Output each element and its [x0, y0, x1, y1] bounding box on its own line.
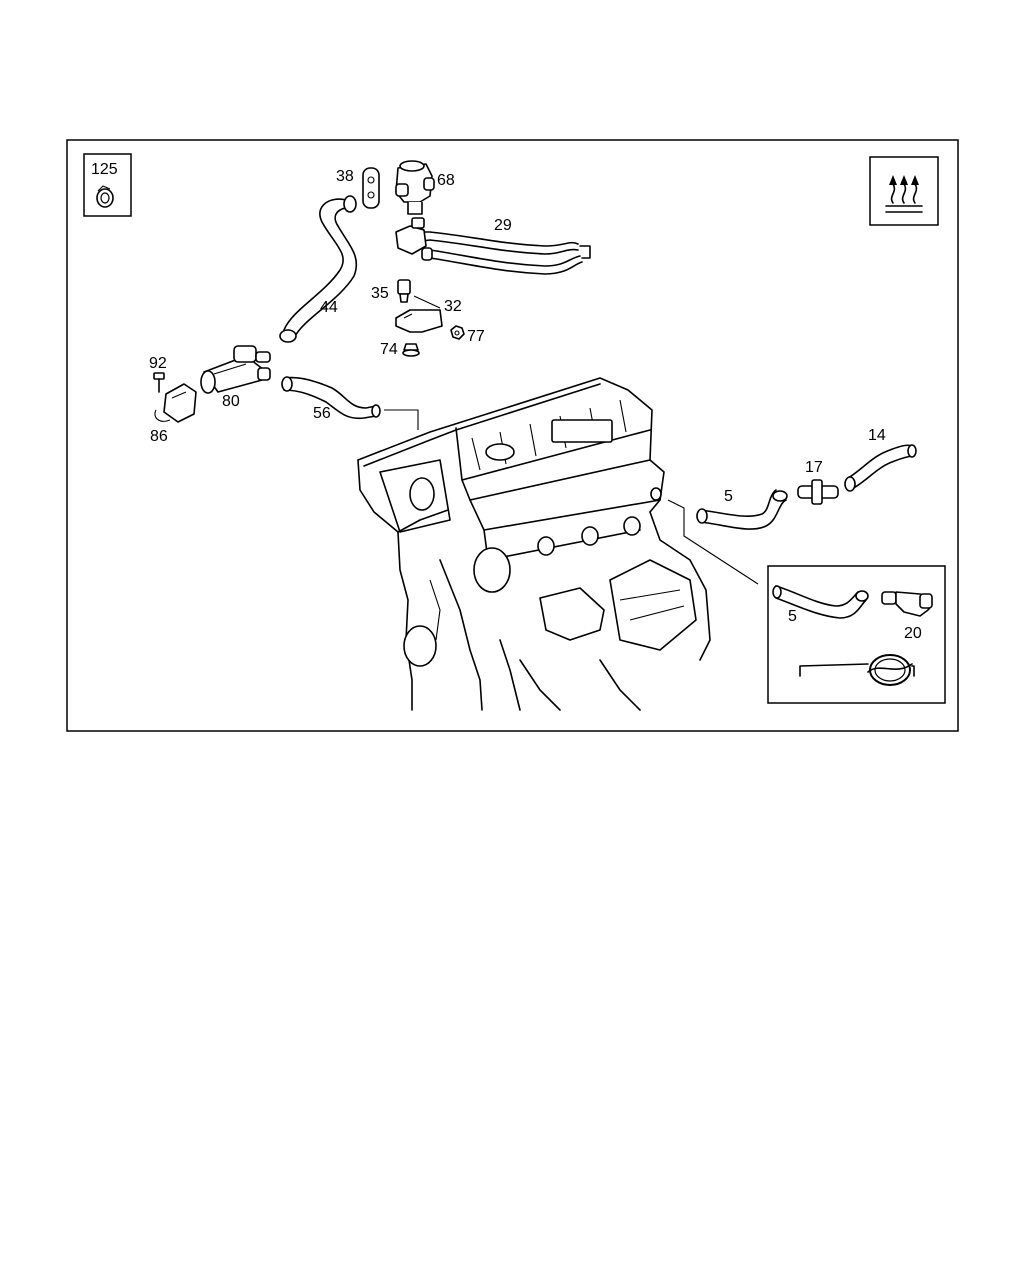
engine-code-icon — [799, 654, 915, 686]
label-35: 35 — [371, 285, 389, 302]
engine-block — [357, 377, 759, 711]
part-32-bracket — [395, 295, 443, 333]
part-80-pump — [200, 345, 271, 394]
label-44: 44 — [320, 299, 338, 316]
part-14-hose — [844, 444, 917, 492]
label-80: 80 — [222, 393, 240, 410]
part-92-screw — [153, 372, 165, 393]
label-32: 32 — [444, 298, 462, 315]
label-125: 125 — [91, 161, 118, 178]
label-5-inset: 5 — [788, 608, 797, 625]
label-92: 92 — [149, 355, 167, 372]
part-86-holder — [154, 383, 197, 423]
part-35-sensor — [397, 279, 411, 303]
part-44-hose — [279, 195, 358, 343]
heater-icon — [885, 175, 923, 213]
part-68-valve — [395, 160, 435, 215]
clamp-legend-box: 125 — [83, 153, 132, 217]
inset-part-5-hose — [772, 585, 869, 619]
label-38: 38 — [336, 168, 354, 185]
part-38-gasket — [362, 167, 380, 209]
label-77: 77 — [467, 328, 485, 345]
label-86: 86 — [150, 428, 168, 445]
hose-clamp-icon — [96, 185, 114, 208]
heater-legend-box — [869, 156, 939, 226]
part-5-hose — [696, 489, 788, 530]
part-77-nut — [450, 325, 465, 340]
part-29-pipes — [395, 217, 591, 275]
part-56-hose — [281, 376, 419, 430]
inset-box: 5 20 — [767, 565, 946, 704]
diagram-frame — [66, 139, 959, 732]
label-29: 29 — [494, 217, 512, 234]
inset-part-20-connector — [881, 591, 933, 617]
label-74: 74 — [380, 341, 398, 358]
label-56: 56 — [313, 405, 331, 422]
label-68: 68 — [437, 172, 455, 189]
part-17-connector — [797, 479, 839, 505]
part-74-grommet — [402, 343, 420, 357]
label-14: 14 — [868, 427, 886, 444]
label-20: 20 — [904, 625, 922, 642]
label-17: 17 — [805, 459, 823, 476]
label-5: 5 — [724, 488, 733, 505]
